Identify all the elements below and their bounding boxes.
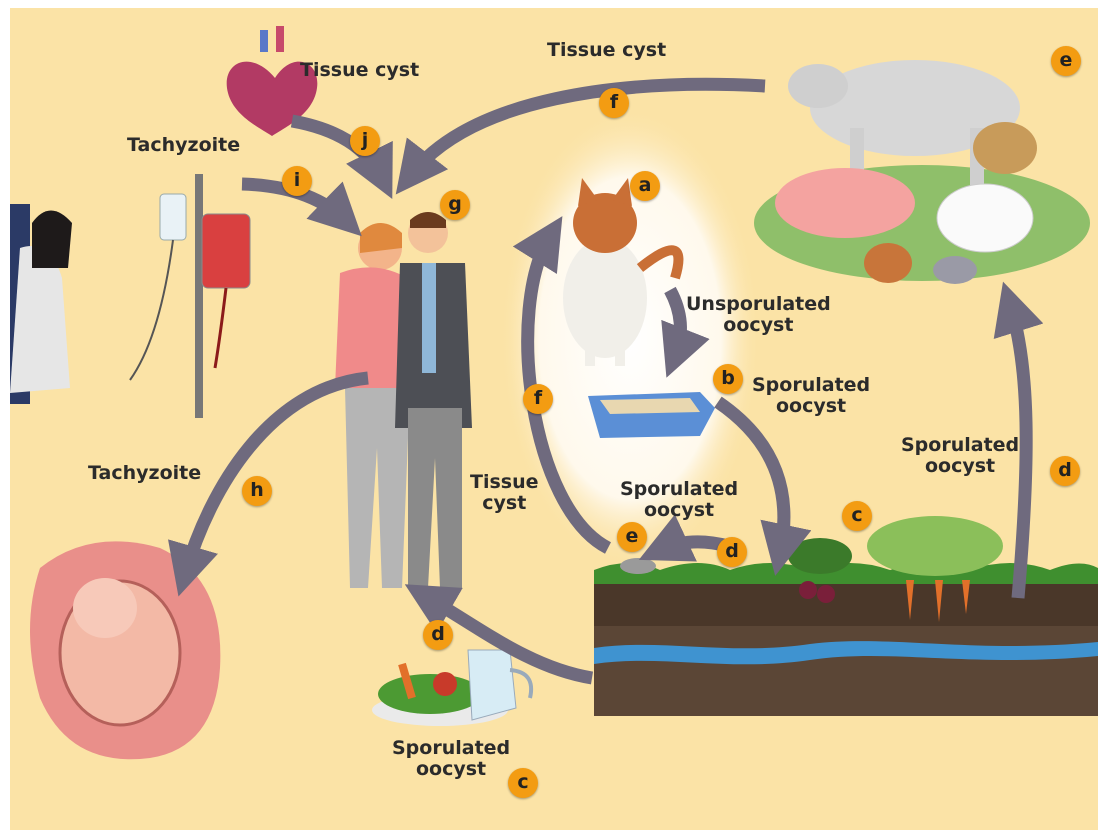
badge-e-livestock: e xyxy=(1051,46,1081,76)
arrow-h xyxy=(185,378,368,574)
label-sporulated-oocyst-bottom: Sporulated oocyst xyxy=(392,738,510,780)
badge-d-food: d xyxy=(423,620,453,650)
couple-icon xyxy=(335,212,472,588)
badge-f-mid: f xyxy=(523,384,553,414)
label-sporulated-oocyst-right: Sporulated oocyst xyxy=(901,435,1019,477)
label-tissue-cyst-top: Tissue cyst xyxy=(547,40,666,61)
badge-i: i xyxy=(282,166,312,196)
label-tissue-cyst-heart: Tissue cyst xyxy=(300,60,419,81)
label-sporulated-oocyst-mid: Sporulated oocyst xyxy=(620,479,738,521)
lifecycle-diagram: Tissue cyst Tissue cyst Tachyzoite Tachy… xyxy=(10,8,1098,830)
badge-d-right: d xyxy=(1050,456,1080,486)
badge-c-soil: c xyxy=(842,501,872,531)
label-tachyzoite-left: Tachyzoite xyxy=(88,463,201,484)
badge-f-top: f xyxy=(599,88,629,118)
badge-c-food: c xyxy=(508,768,538,798)
food-water-icon xyxy=(372,650,531,726)
badge-h: h xyxy=(242,476,272,506)
label-tachyzoite-top: Tachyzoite xyxy=(127,135,240,156)
badge-a: a xyxy=(630,171,660,201)
badge-d-mouse: d xyxy=(717,537,747,567)
fetus-icon xyxy=(30,541,220,759)
label-sporulated-oocyst-b: Sporulated oocyst xyxy=(752,375,870,417)
litter-box-icon xyxy=(588,392,715,438)
mouse-icon xyxy=(620,558,656,574)
livestock-icon xyxy=(754,60,1090,284)
label-unsporulated-oocyst: Unsporulated oocyst xyxy=(686,294,831,336)
blood-transfusion-icon xyxy=(10,174,250,418)
badge-e-mouse: e xyxy=(617,522,647,552)
label-tissue-cyst-mid: Tissue cyst xyxy=(470,472,539,514)
badge-j: j xyxy=(350,126,380,156)
badge-g: g xyxy=(440,190,470,220)
badge-b: b xyxy=(713,364,743,394)
diagram-graphics xyxy=(10,8,1098,830)
